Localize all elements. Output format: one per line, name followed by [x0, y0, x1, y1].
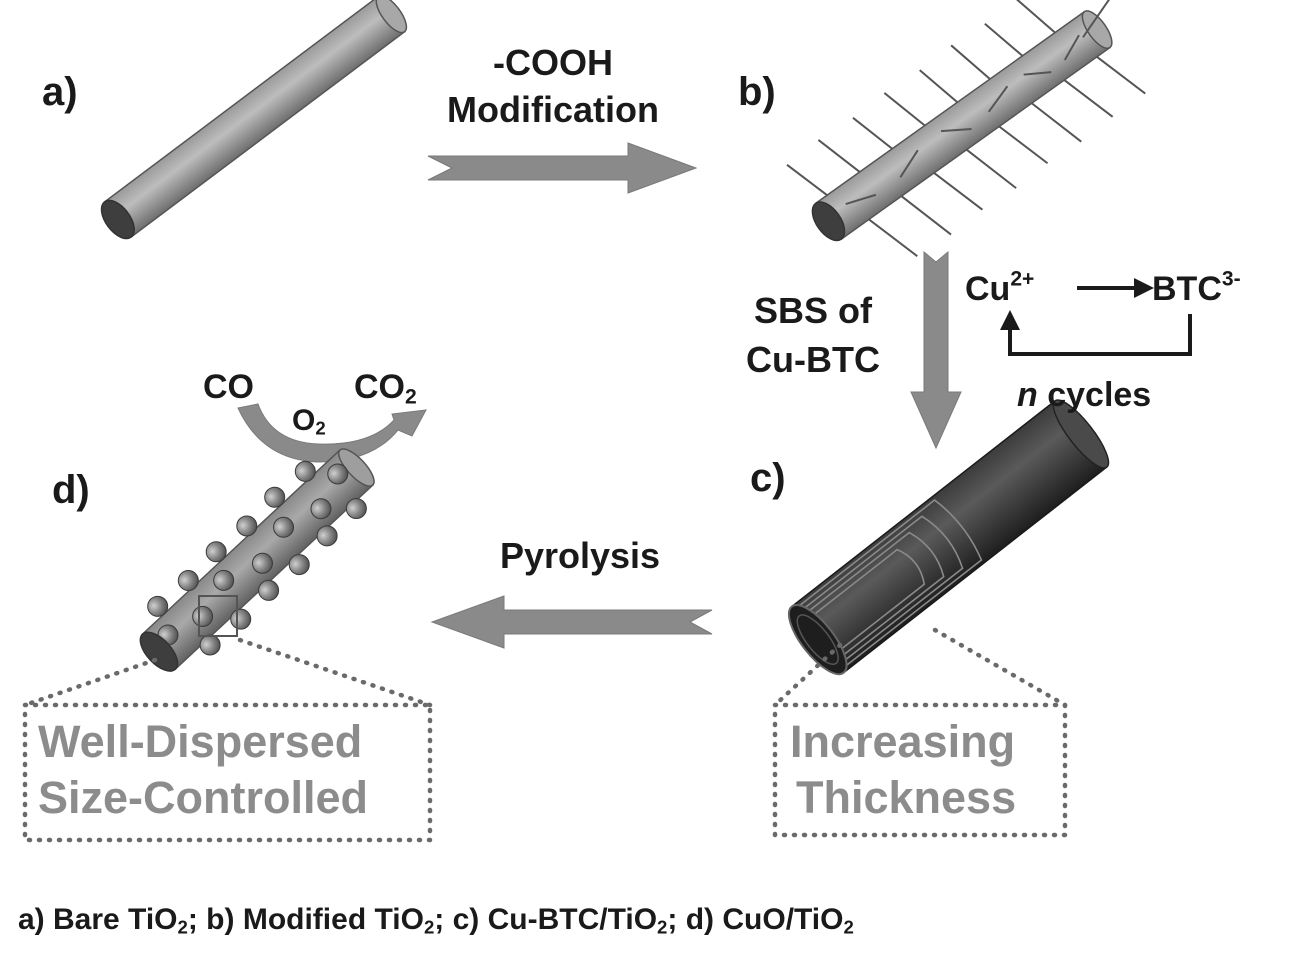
o2-label: O2: [292, 404, 326, 439]
cycle-arrowhead-right: [1134, 278, 1154, 298]
cuo-tio2-rod: [139, 448, 375, 672]
modification-label-line2: Modification: [447, 89, 659, 130]
bare-tio2-rod: [100, 0, 408, 240]
callout-d-line2: Size-Controlled: [38, 772, 369, 823]
figure-caption: a) Bare TiO2; b) Modified TiO2; c) Cu-BT…: [18, 903, 854, 938]
panel-label-c: c): [750, 456, 786, 500]
cu-btc-coated-rod: [787, 399, 1110, 676]
callout-d-line1: Well-Dispersed: [38, 716, 363, 767]
carboxyl-strands: [786, 0, 1146, 257]
panel-label-b: b): [738, 70, 776, 114]
panel-label-a: a): [42, 70, 78, 114]
modified-tio2-rod: [786, 0, 1146, 257]
btc-ion-label: BTC3-: [1152, 267, 1241, 308]
co-reactant-label: CO: [203, 368, 254, 406]
cycle-arrowhead-up: [1000, 310, 1020, 330]
co-oxidation-arrow: [237, 403, 427, 463]
zoom-region-box: [198, 595, 238, 637]
modification-arrow: [427, 142, 698, 194]
n-cycles-label: n cycles: [1017, 376, 1152, 414]
coating-layers: [793, 499, 983, 671]
sbs-label-line2: Cu-BTC: [746, 339, 880, 380]
pyrolysis-label: Pyrolysis: [499, 535, 661, 576]
modification-label-line1: -COOH: [493, 42, 613, 83]
callout-d: [22, 637, 433, 843]
cycle-arrows: [1008, 286, 1192, 356]
sbs-arrow: [910, 250, 962, 450]
panel-label-d: d): [52, 468, 90, 512]
callout-c-line1: Increasing: [790, 716, 1016, 767]
co2-product-label: CO2: [354, 368, 417, 409]
sbs-label-line1: SBS of: [753, 290, 872, 331]
cu-ion-label: Cu2+: [965, 267, 1035, 308]
cuo-nanoparticles: [147, 460, 367, 656]
callout-c-line2: Thickness: [796, 772, 1017, 823]
pyrolysis-arrow: [430, 595, 713, 649]
